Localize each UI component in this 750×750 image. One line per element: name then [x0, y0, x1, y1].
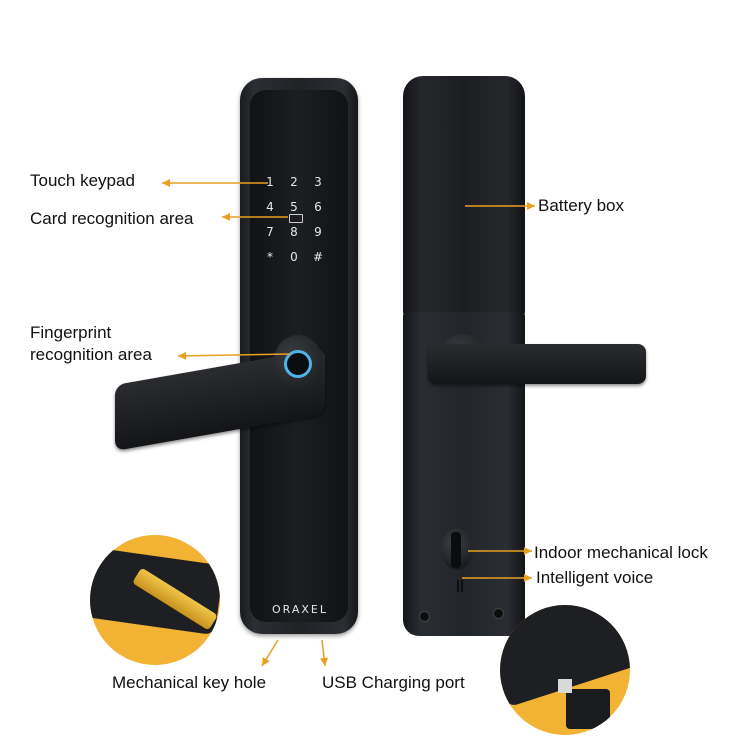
card-icon	[289, 214, 303, 223]
keypad-key[interactable]: 1	[266, 175, 274, 189]
callout-arrowhead	[162, 179, 170, 187]
indoor-knob-lever	[451, 532, 461, 568]
keypad-key[interactable]: #	[312, 250, 324, 264]
speaker-grille	[457, 580, 465, 592]
back-handle[interactable]	[428, 344, 646, 384]
keypad-key[interactable]: 4	[266, 200, 274, 214]
keypad-key[interactable]: 8	[290, 225, 298, 239]
keypad-key[interactable]: 5	[290, 200, 298, 214]
keypad-key[interactable]: 0	[290, 250, 298, 264]
label-intelligent-voice: Intelligent voice	[536, 568, 654, 587]
brand-logo: ORAXEL	[272, 603, 328, 616]
label-battery-box: Battery box	[538, 196, 624, 215]
callout-arrowhead	[222, 213, 230, 221]
usb-cable-icon	[566, 689, 610, 729]
callout-arrowhead	[524, 574, 532, 582]
callout-line	[177, 353, 291, 357]
label-touch-keypad: Touch keypad	[30, 171, 135, 190]
callout-arrowhead	[524, 547, 532, 555]
label-key-hole: Mechanical key hole	[112, 673, 267, 692]
label-indoor-lock: Indoor mechanical lock	[534, 543, 708, 562]
usb-port-detail	[500, 605, 630, 735]
keypad-key[interactable]: 7	[266, 225, 274, 239]
label-fingerprint-1: Fingerprint	[30, 323, 112, 342]
label-usb-port: USB Charging port	[322, 673, 465, 692]
keypad-key[interactable]: 3	[314, 175, 322, 189]
key-hole-detail	[90, 535, 220, 665]
keypad-key[interactable]: 9	[314, 225, 322, 239]
battery-box[interactable]	[403, 76, 525, 316]
callout-arrowhead	[320, 657, 329, 666]
keypad-key[interactable]: *	[267, 250, 273, 264]
screw-left	[419, 611, 430, 622]
callout-arrowhead	[527, 202, 535, 210]
callout-arrowhead	[178, 351, 187, 360]
label-fingerprint-2: recognition area	[30, 345, 152, 364]
label-card-area: Card recognition area	[30, 209, 194, 228]
keypad-key[interactable]: 2	[290, 175, 298, 189]
callout-arrowhead	[262, 657, 270, 666]
keypad-key[interactable]: 6	[314, 200, 322, 214]
